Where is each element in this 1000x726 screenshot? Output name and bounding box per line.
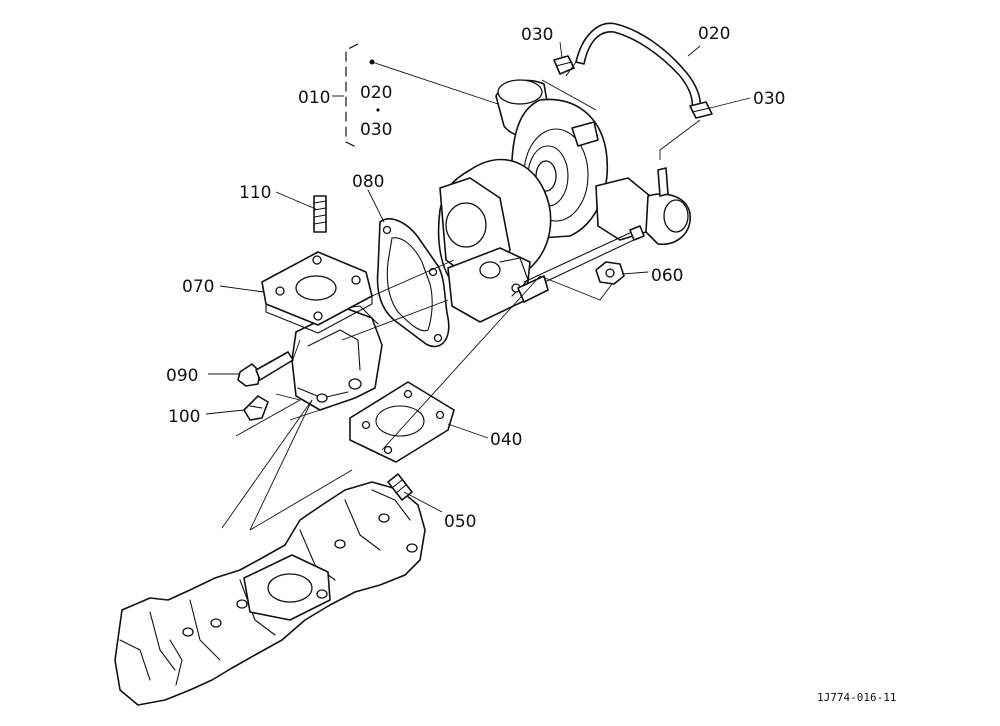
- label-020-hose: 020: [698, 24, 730, 44]
- label-040: 040: [490, 430, 522, 450]
- label-090: 090: [166, 366, 198, 386]
- label-010: 010: [298, 88, 330, 108]
- turbocharger: [437, 79, 691, 323]
- label-080: 080: [352, 172, 384, 192]
- label-030-right: 030: [753, 89, 785, 109]
- flange-plate: [261, 251, 373, 334]
- label-030-set: 030: [360, 120, 392, 140]
- label-030-top: 030: [521, 25, 553, 45]
- label-060: 060: [651, 266, 683, 286]
- gasket-manifold: [349, 381, 455, 463]
- bolt: [237, 351, 294, 387]
- vacuum-hose: [575, 22, 702, 111]
- plug-fitting: [243, 395, 269, 421]
- label-020-set: 020: [360, 83, 392, 103]
- stud-bolt: [313, 195, 327, 233]
- set-bracket: [332, 43, 380, 149]
- label-050: 050: [444, 512, 476, 532]
- hose-clamp-right: [689, 101, 713, 119]
- elbow-adapter: [291, 305, 383, 411]
- diagram-reference-code: 1J774-016-11: [817, 691, 896, 704]
- label-100: 100: [168, 407, 200, 427]
- assembly-lines: [221, 61, 701, 531]
- exhaust-manifold: [114, 481, 426, 706]
- hex-nut: [595, 261, 625, 285]
- label-110: 110: [239, 183, 271, 203]
- hose-clamp-top: [553, 55, 575, 75]
- callout-leaders: [205, 41, 751, 513]
- label-070: 070: [182, 277, 214, 297]
- gasket-turbo: [376, 218, 450, 348]
